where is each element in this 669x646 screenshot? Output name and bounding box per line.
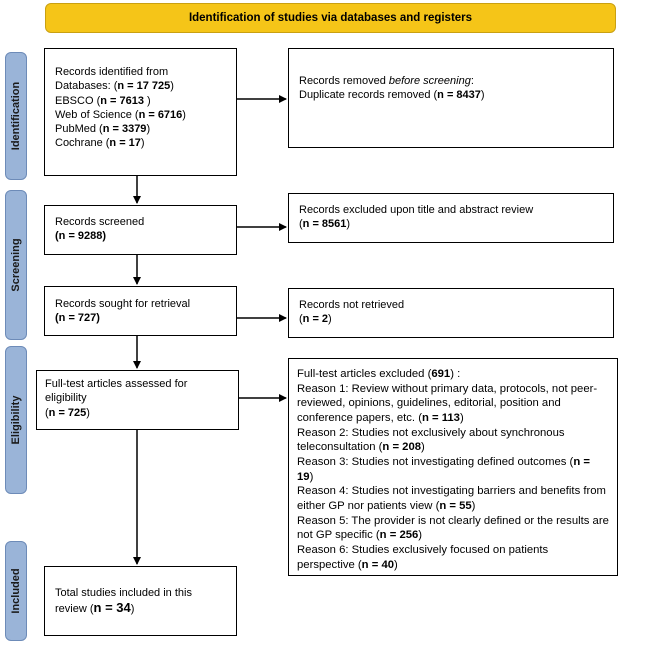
exclusion-reason-4: Reason 4: Studies not investigating barr… xyxy=(297,485,606,513)
exclusion-reason-5: Reason 5: The provider is not clearly de… xyxy=(297,514,609,542)
header-title: Identification of studies via databases … xyxy=(188,12,473,24)
assessed-count: (n = 725) xyxy=(45,406,90,419)
exclusion-reason-2: Reason 2: Studies not exclusively about … xyxy=(297,426,565,454)
flow-header: Identification of studies via databases … xyxy=(45,3,616,33)
excluded-title-label: Records excluded upon title and abstract… xyxy=(299,204,534,216)
exclusion-reason-3: Reason 3: Studies not investigating defi… xyxy=(297,456,590,483)
screened-label: Records screened xyxy=(55,216,145,228)
identified-ebsco: EBSCO (n = 7613 ) xyxy=(55,94,151,107)
removed-heading: Records removed before screening: xyxy=(299,75,474,87)
identified-databases: Databases: (n = 17 725) xyxy=(55,80,174,93)
sought-count: (n = 727) xyxy=(55,312,100,325)
not-retrieved-label: Records not retrieved xyxy=(299,299,405,311)
screened-count: (n = 9288) xyxy=(55,230,107,243)
phase-eligibility: Eligibility xyxy=(5,346,27,494)
included-count: review (n = 34) xyxy=(55,600,135,616)
excluded-title-count: (n = 8561) xyxy=(299,218,351,231)
records-screened-box: Records screened (n = 9288) xyxy=(44,205,237,255)
phase-included: Included xyxy=(5,541,27,641)
identified-pubmed: PubMed (n = 3379) xyxy=(55,123,151,136)
assessed-label-1: Full-test articles assessed for xyxy=(45,378,188,390)
records-removed-box: Records removed before screening: Duplic… xyxy=(288,48,614,148)
included-box: Total studies included in this review (n… xyxy=(44,566,237,636)
identified-cochrane: Cochrane (n = 17) xyxy=(55,137,145,150)
assessed-box: Full-test articles assessed for eligibil… xyxy=(36,370,239,430)
phase-screening: Screening xyxy=(5,190,27,340)
full-text-excluded-box: Full-test articles excluded (691) : Reas… xyxy=(288,358,618,576)
identified-wos: Web of Science (n = 6716) xyxy=(55,108,186,121)
exclusion-reason-6: Reason 6: Studies exclusively focused on… xyxy=(297,544,549,571)
excluded-full-heading: Full-test articles excluded (691) : xyxy=(297,368,461,380)
phase-identification: Identification xyxy=(5,52,27,180)
removed-duplicates: Duplicate records removed (n = 8437) xyxy=(299,89,485,102)
exclusion-reason-1: Reason 1: Review without primary data, p… xyxy=(297,382,598,425)
assessed-label-2: eligibility xyxy=(45,392,87,405)
records-sought-box: Records sought for retrieval (n = 727) xyxy=(44,286,237,336)
not-retrieved-count: (n = 2) xyxy=(299,313,332,326)
included-label: Total studies included in this xyxy=(55,587,192,599)
records-not-retrieved-box: Records not retrieved (n = 2) xyxy=(288,288,614,338)
identified-heading: Records identified from xyxy=(55,66,169,78)
records-identified-box: Records identified from Databases: (n = … xyxy=(44,48,237,176)
records-excluded-title-box: Records excluded upon title and abstract… xyxy=(288,193,614,243)
sought-label: Records sought for retrieval xyxy=(55,298,191,310)
